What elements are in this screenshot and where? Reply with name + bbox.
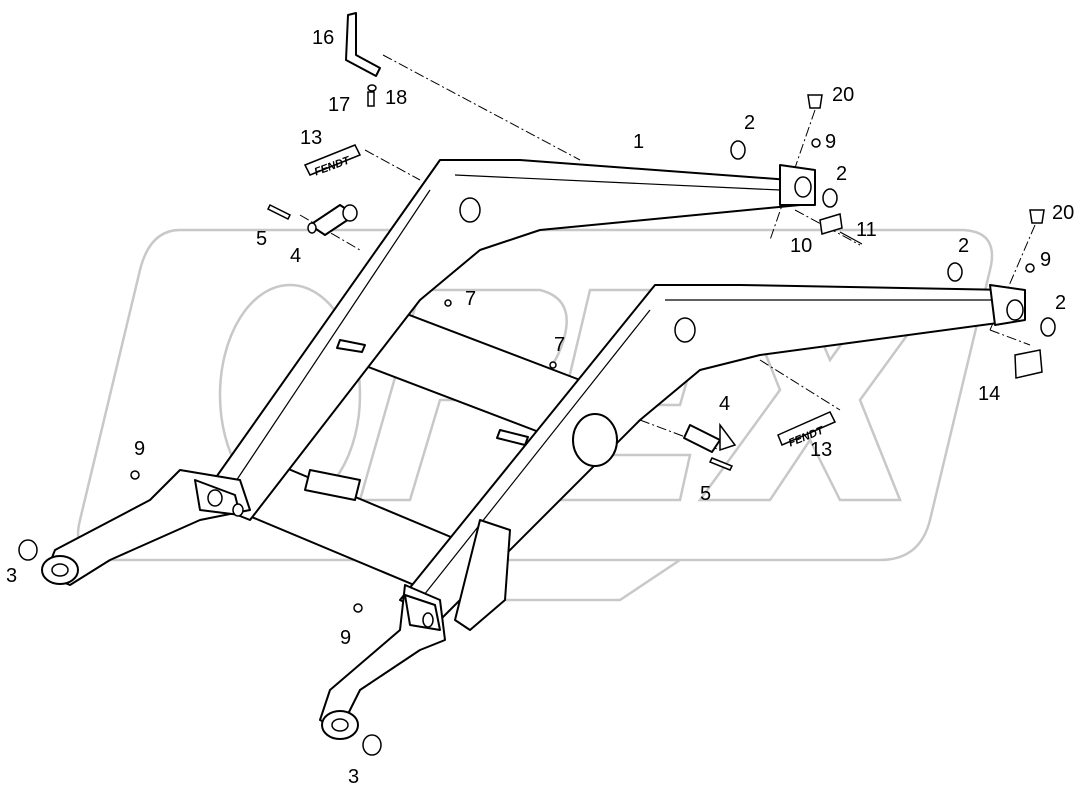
pin-part-4-right	[683, 422, 737, 453]
callout-label: 2	[1055, 292, 1066, 314]
pin-part-4-left	[307, 204, 358, 236]
callout-label: 4	[719, 393, 730, 415]
callout-label: 11	[856, 219, 877, 241]
callout-labels: 16 17 18 13 1 2 20 9 2 11 10 5 4 20 2 9 …	[6, 27, 1074, 788]
callout-label: 9	[825, 131, 836, 153]
callout-label: 7	[465, 288, 476, 310]
callout-label: 13	[810, 439, 832, 461]
callout-label: 2	[836, 163, 847, 185]
callout-label: 16	[312, 27, 334, 49]
callout-label: 5	[256, 228, 267, 250]
callout-label: 10	[790, 235, 812, 257]
right-arm	[399, 284, 1026, 621]
bolt-part-17	[367, 84, 377, 107]
tube-plates	[304, 339, 529, 501]
bushing-part-3	[18, 539, 382, 756]
callout-label: 3	[6, 565, 17, 587]
callout-label: 9	[340, 627, 351, 649]
nipple-part-7	[444, 299, 557, 369]
left-mount-bracket	[41, 469, 251, 586]
pivot-hole-icon	[674, 317, 696, 343]
label-part-14	[1014, 349, 1043, 379]
callout-label: 17	[328, 94, 350, 116]
bushing-part-2	[730, 140, 1056, 337]
callout-label: 9	[1040, 249, 1051, 271]
decal-part-13-left: FENDT	[303, 144, 362, 178]
bolt-part-5-right	[708, 457, 734, 471]
right-mount-bracket	[319, 519, 511, 740]
callout-label: 1	[633, 131, 644, 153]
pivot-hole-icon	[459, 197, 481, 223]
bolt-part-5-left	[266, 203, 292, 221]
callout-label: 2	[744, 112, 755, 134]
callout-label: 4	[290, 245, 301, 267]
callout-label: 9	[134, 438, 145, 460]
callout-label: 20	[832, 84, 854, 106]
nipple-part-9	[130, 138, 1035, 613]
callout-label: 5	[700, 483, 711, 505]
callout-label: 2	[958, 235, 969, 257]
handle-part-16	[345, 12, 381, 77]
callout-label: 20	[1052, 202, 1074, 224]
callout-label: 3	[348, 766, 359, 788]
label-part-10	[819, 213, 863, 245]
cap-part-20	[807, 94, 1045, 224]
callout-label: 18	[385, 87, 407, 109]
callout-label: 13	[300, 127, 322, 149]
callout-label: 14	[978, 383, 1000, 405]
callout-label: 7	[554, 334, 565, 356]
